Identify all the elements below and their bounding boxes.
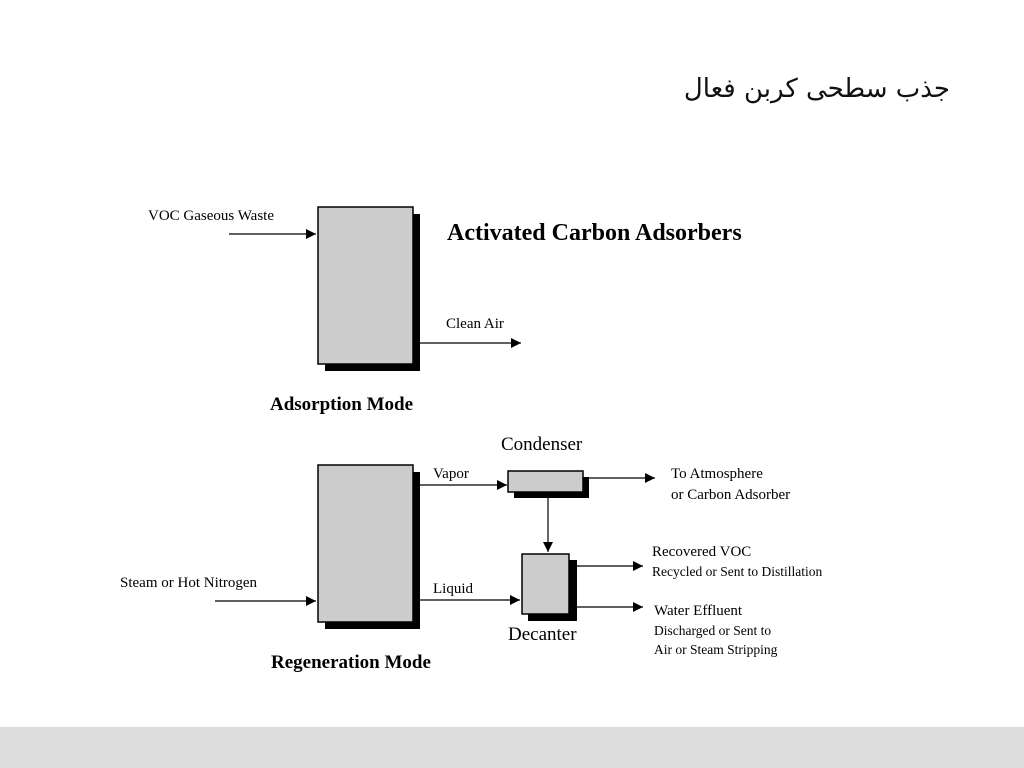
water-effluent-label: Water Effluent xyxy=(654,603,743,619)
condenser-vessel xyxy=(507,470,584,493)
regeneration-mode-label: Regeneration Mode xyxy=(271,652,431,673)
condenser-label: Condenser xyxy=(501,434,583,455)
steam-or-hot-nitrogen-label: Steam or Hot Nitrogen xyxy=(120,575,258,591)
adsorption-mode-label: Adsorption Mode xyxy=(270,394,413,415)
discharged-or-sent-label: Discharged or Sent to xyxy=(654,623,771,638)
or-carbon-adsorber-label: or Carbon Adsorber xyxy=(671,487,790,503)
clean-air-label: Clean Air xyxy=(446,316,504,332)
air-or-steam-stripping-label: Air or Steam Stripping xyxy=(654,642,778,657)
vapor-label: Vapor xyxy=(433,466,469,482)
regenerator-vessel xyxy=(317,464,414,623)
to-atmosphere-label: To Atmosphere xyxy=(671,466,763,482)
recovered-voc-label: Recovered VOC xyxy=(652,544,751,560)
decanter-vessel xyxy=(521,553,570,615)
decanter-label: Decanter xyxy=(508,624,577,645)
slide-title: جذب سطحی کربن فعال xyxy=(683,74,950,104)
footer-bar xyxy=(0,727,1024,768)
voc-gaseous-waste-label: VOC Gaseous Waste xyxy=(148,208,274,224)
diagram-heading: Activated Carbon Adsorbers xyxy=(447,220,742,246)
liquid-label: Liquid xyxy=(433,581,473,597)
recycled-or-distillation-label: Recycled or Sent to Distillation xyxy=(652,564,822,579)
adsorber-vessel xyxy=(317,206,414,365)
